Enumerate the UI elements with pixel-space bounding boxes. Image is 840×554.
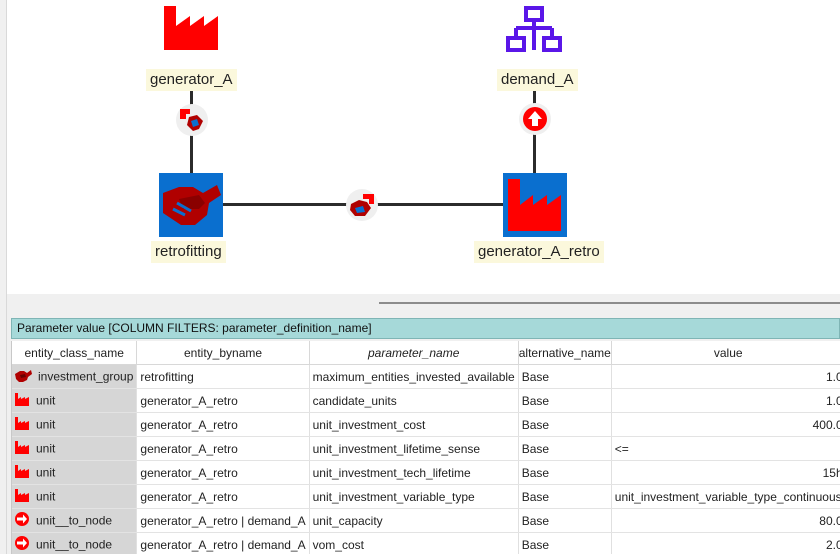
cell-alternative-name[interactable]: Base xyxy=(518,364,612,389)
cell-entity-byname[interactable]: generator_A_retro xyxy=(136,484,310,509)
node-label-generator-a-retro[interactable]: generator_A_retro xyxy=(474,241,604,263)
entity-graph-view[interactable]: generator_A demand_A retrofitting xyxy=(7,0,840,294)
cell-entity-byname[interactable]: generator_A_retro xyxy=(136,436,310,461)
investment-group-icon[interactable] xyxy=(159,173,223,237)
cell-value[interactable]: 1.0 xyxy=(611,364,840,389)
entity-class-name-text: unit__to_node xyxy=(36,537,113,552)
table-header-row: entity_class_name entity_byname paramete… xyxy=(12,341,840,365)
cell-value[interactable]: unit_investment_variable_type_continuous xyxy=(611,484,840,509)
cell-alternative-name[interactable]: Base xyxy=(518,484,612,509)
entity-class-name-text: unit__to_node xyxy=(36,513,113,528)
cell-entity-class-name[interactable]: unit__to_node xyxy=(12,508,138,533)
cell-alternative-name[interactable]: Base xyxy=(518,436,612,461)
unit-to-node-relationship-icon[interactable] xyxy=(517,102,553,136)
cell-alternative-name[interactable]: Base xyxy=(518,412,612,437)
unit-icon xyxy=(14,392,30,409)
unit-icon xyxy=(14,488,30,505)
unit-icon xyxy=(14,464,30,481)
table-row[interactable]: unit__to_node generator_A_retro | demand_… xyxy=(12,508,840,533)
cell-alternative-name[interactable]: Base xyxy=(518,532,612,554)
column-header-parameter-name[interactable]: parameter_name xyxy=(309,341,519,365)
factory-icon[interactable] xyxy=(503,173,567,237)
cell-entity-class-name[interactable]: unit xyxy=(12,412,138,437)
column-header-alternative-name[interactable]: alternative_name xyxy=(518,341,612,365)
cell-entity-byname[interactable]: generator_A_retro | demand_A xyxy=(136,508,310,533)
factory-icon[interactable] xyxy=(162,4,220,52)
parameter-value-dock-title: Parameter value [COLUMN FILTERS: paramet… xyxy=(11,318,840,339)
node-label-generator-a[interactable]: generator_A xyxy=(146,69,237,91)
window-left-border xyxy=(0,0,7,554)
cell-entity-class-name[interactable]: unit xyxy=(12,388,138,413)
cell-alternative-name[interactable]: Base xyxy=(518,508,612,533)
cell-entity-byname[interactable]: retrofitting xyxy=(136,364,310,389)
cell-value[interactable]: <= xyxy=(611,436,840,461)
cell-entity-byname[interactable]: generator_A_retro | demand_A xyxy=(136,532,310,554)
column-header-value[interactable]: value xyxy=(611,341,840,365)
cell-entity-byname[interactable]: generator_A_retro xyxy=(136,412,310,437)
cell-entity-byname[interactable]: generator_A_retro xyxy=(136,388,310,413)
cell-parameter-name[interactable]: unit_investment_tech_lifetime xyxy=(309,460,519,485)
entity-class-name-text: unit xyxy=(36,441,56,456)
table-row[interactable]: unit__to_node generator_A_retro | demand_… xyxy=(12,532,840,554)
unit-icon xyxy=(14,440,30,457)
cell-entity-class-name[interactable]: unit xyxy=(12,460,138,485)
cell-value[interactable]: 1.0 xyxy=(611,388,840,413)
cell-parameter-name[interactable]: unit_investment_variable_type xyxy=(309,484,519,509)
entity-class-name-text: unit xyxy=(36,393,56,408)
node-label-demand-a[interactable]: demand_A xyxy=(497,69,578,91)
cell-parameter-name[interactable]: candidate_units xyxy=(309,388,519,413)
cell-entity-class-name[interactable]: unit xyxy=(12,436,138,461)
cell-alternative-name[interactable]: Base xyxy=(518,460,612,485)
unit-to-node-icon xyxy=(14,511,30,530)
column-header-entity-class-name[interactable]: entity_class_name xyxy=(12,341,138,365)
cell-parameter-name[interactable]: vom_cost xyxy=(309,532,519,554)
cell-entity-class-name[interactable]: unit xyxy=(12,484,138,509)
column-header-entity-byname[interactable]: entity_byname xyxy=(136,341,310,365)
unit-investment-group-relationship-icon[interactable] xyxy=(175,103,209,137)
cell-parameter-name[interactable]: unit_investment_lifetime_sense xyxy=(309,436,519,461)
cell-parameter-name[interactable]: maximum_entities_invested_available xyxy=(309,364,519,389)
entity-class-name-text: investment_group xyxy=(38,369,134,384)
network-node-icon[interactable] xyxy=(504,6,566,54)
dock-splitter[interactable] xyxy=(379,302,840,304)
node-label-retrofitting[interactable]: retrofitting xyxy=(151,241,226,263)
cell-value[interactable]: 2.0 xyxy=(611,532,840,554)
cell-entity-byname[interactable]: generator_A_retro xyxy=(136,460,310,485)
investment-group-unit-relationship-icon[interactable] xyxy=(345,188,379,222)
entity-class-name-text: unit xyxy=(36,465,56,480)
parameter-value-table[interactable]: entity_class_name entity_byname paramete… xyxy=(11,341,840,554)
cell-value[interactable]: 400.0 xyxy=(611,412,840,437)
investment-group-icon xyxy=(14,368,32,385)
cell-entity-class-name[interactable]: investment_group xyxy=(12,364,138,389)
cell-parameter-name[interactable]: unit_investment_cost xyxy=(309,412,519,437)
unit-icon xyxy=(14,416,30,433)
unit-to-node-icon xyxy=(14,535,30,554)
cell-parameter-name[interactable]: unit_capacity xyxy=(309,508,519,533)
cell-entity-class-name[interactable]: unit__to_node xyxy=(12,532,138,554)
cell-value[interactable]: 80.0 xyxy=(611,508,840,533)
entity-class-name-text: unit xyxy=(36,417,56,432)
entity-class-name-text: unit xyxy=(36,489,56,504)
cell-alternative-name[interactable]: Base xyxy=(518,388,612,413)
cell-value[interactable]: 15h xyxy=(611,460,840,485)
